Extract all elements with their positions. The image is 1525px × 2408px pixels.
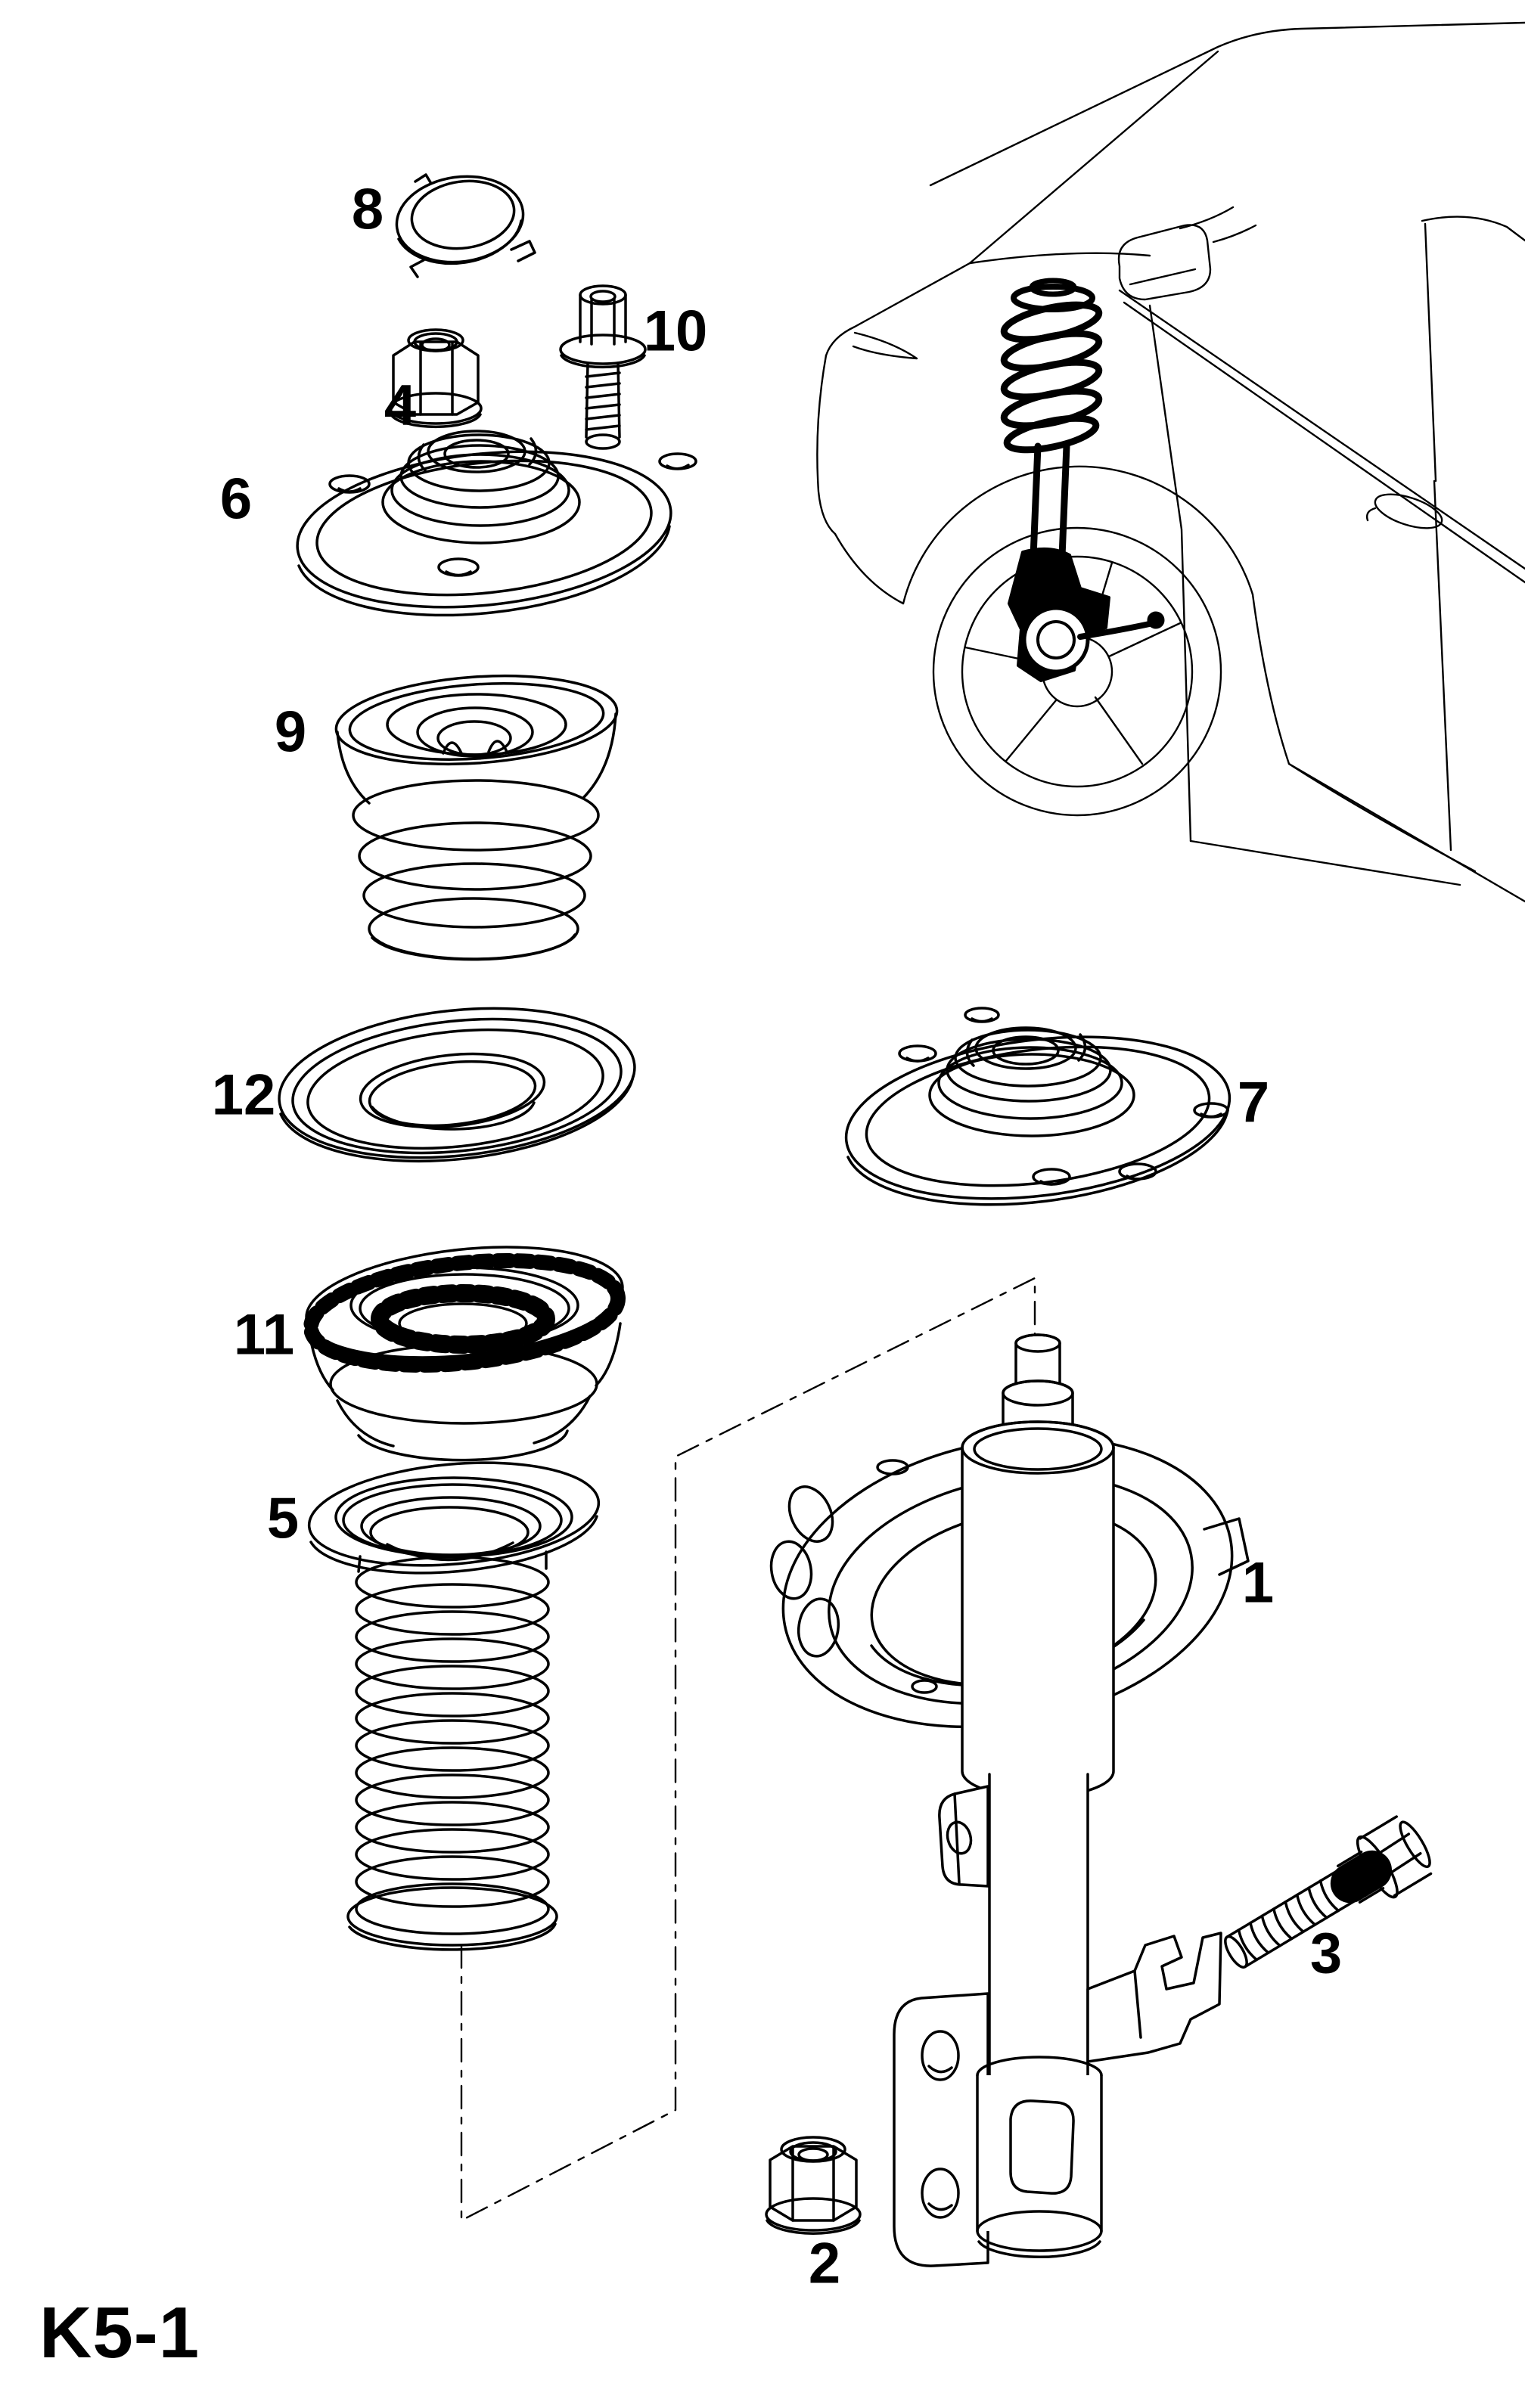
car-tie-rod-end <box>1147 611 1165 629</box>
seat-notch <box>1203 1517 1250 1576</box>
part-strut-mount-left <box>296 430 697 617</box>
car-roofline <box>929 21 1525 187</box>
part-rod-nut <box>389 328 483 429</box>
car-wheel-arch <box>902 465 1254 605</box>
car-mirror <box>1117 224 1212 301</box>
mount-claws <box>965 1033 1087 1067</box>
callout-12: 12 <box>212 1063 276 1128</box>
mount-claws <box>417 437 538 472</box>
callout-7: 7 <box>1238 1071 1269 1135</box>
strut-hose-bracket <box>938 1785 989 1888</box>
car-b-pillar <box>1433 479 1452 852</box>
bearing-skirt <box>307 1322 622 1392</box>
car-tie-rod <box>1077 620 1156 640</box>
part-strut-mount-right <box>844 1007 1231 1206</box>
bearing-cage-slots <box>371 1284 555 1354</box>
car-inset <box>816 21 1525 903</box>
car-wheel-tire <box>932 526 1222 817</box>
car-strut-cap <box>1029 278 1077 297</box>
boot-inner-arc <box>386 1541 514 1562</box>
part-dust-boot <box>307 1461 601 1951</box>
clamp-slot-hole <box>921 2030 960 2219</box>
boot-neck <box>357 1550 548 1573</box>
car-spring-coil <box>1000 387 1103 430</box>
car-a-pillar <box>968 50 1219 265</box>
car-cowl <box>968 252 1151 265</box>
part-seal-ring <box>278 1007 636 1163</box>
car-damper-body <box>1030 442 1070 560</box>
car-sill <box>1251 593 1525 903</box>
bolt-threads <box>585 371 621 431</box>
callout-5: 5 <box>267 1487 299 1551</box>
bump-stop-slots <box>442 740 508 755</box>
car-door-front-edge <box>1148 304 1192 842</box>
car-front-face <box>816 354 837 535</box>
cap-tab-right <box>510 240 536 262</box>
bump-stop-sides <box>336 712 617 805</box>
part-strut-assembly <box>769 1333 1250 2267</box>
part-cover-cap <box>395 173 536 278</box>
car-strut-highlight <box>1000 278 1165 682</box>
cap-notch-top <box>414 173 432 184</box>
cap-tab-left <box>409 259 425 278</box>
strut-clamp-jaw <box>1086 1932 1222 2063</box>
callout-11: 11 <box>234 1303 294 1367</box>
part-bump-stop <box>334 674 619 961</box>
car-mirror-line <box>1129 268 1197 286</box>
car-door-handle-tab <box>1365 507 1377 522</box>
part-flange-nut <box>765 2136 862 2235</box>
part-mounting-bolt <box>559 284 647 450</box>
car-wiper-lines <box>1179 206 1257 244</box>
car-beltline <box>1118 289 1525 570</box>
car-wheel-rim <box>961 555 1194 788</box>
callout-10: 10 <box>644 299 708 364</box>
car-window-divider <box>1424 222 1437 483</box>
callout-8: 8 <box>352 178 384 242</box>
car-bumper <box>834 532 905 605</box>
car-hood-edge <box>825 262 971 357</box>
callout-9: 9 <box>275 700 306 765</box>
callout-1: 1 <box>1242 1551 1274 1615</box>
car-spring-coil <box>1003 414 1100 454</box>
car-sill-line <box>1287 762 1477 873</box>
callout-6: 6 <box>220 467 252 532</box>
page-code: K5-1 <box>39 2292 200 2373</box>
alignment-dash-dot-line <box>460 1277 1036 2222</box>
car-door-handle <box>1374 493 1443 529</box>
mount-hole <box>328 452 697 577</box>
bearing-teeth <box>303 1252 626 1373</box>
car-hub-face <box>1022 606 1090 674</box>
car-door-bottom <box>1189 839 1461 886</box>
strut-clamp-flange <box>893 1992 989 2267</box>
sleeve-window <box>1009 2099 1075 2195</box>
callout-4: 4 <box>384 374 416 438</box>
car-rear-window <box>1421 216 1525 242</box>
part-bearing-ring <box>303 1246 626 1462</box>
callout-3: 3 <box>1310 1922 1342 1986</box>
car-headlamp <box>852 331 918 360</box>
car-hub-ring <box>1036 620 1076 659</box>
mount-hole <box>898 1007 1229 1186</box>
car-beltline-2 <box>1123 301 1525 584</box>
part-clamp-bolt <box>1224 1815 1433 1969</box>
callout-2: 2 <box>809 2232 840 2296</box>
